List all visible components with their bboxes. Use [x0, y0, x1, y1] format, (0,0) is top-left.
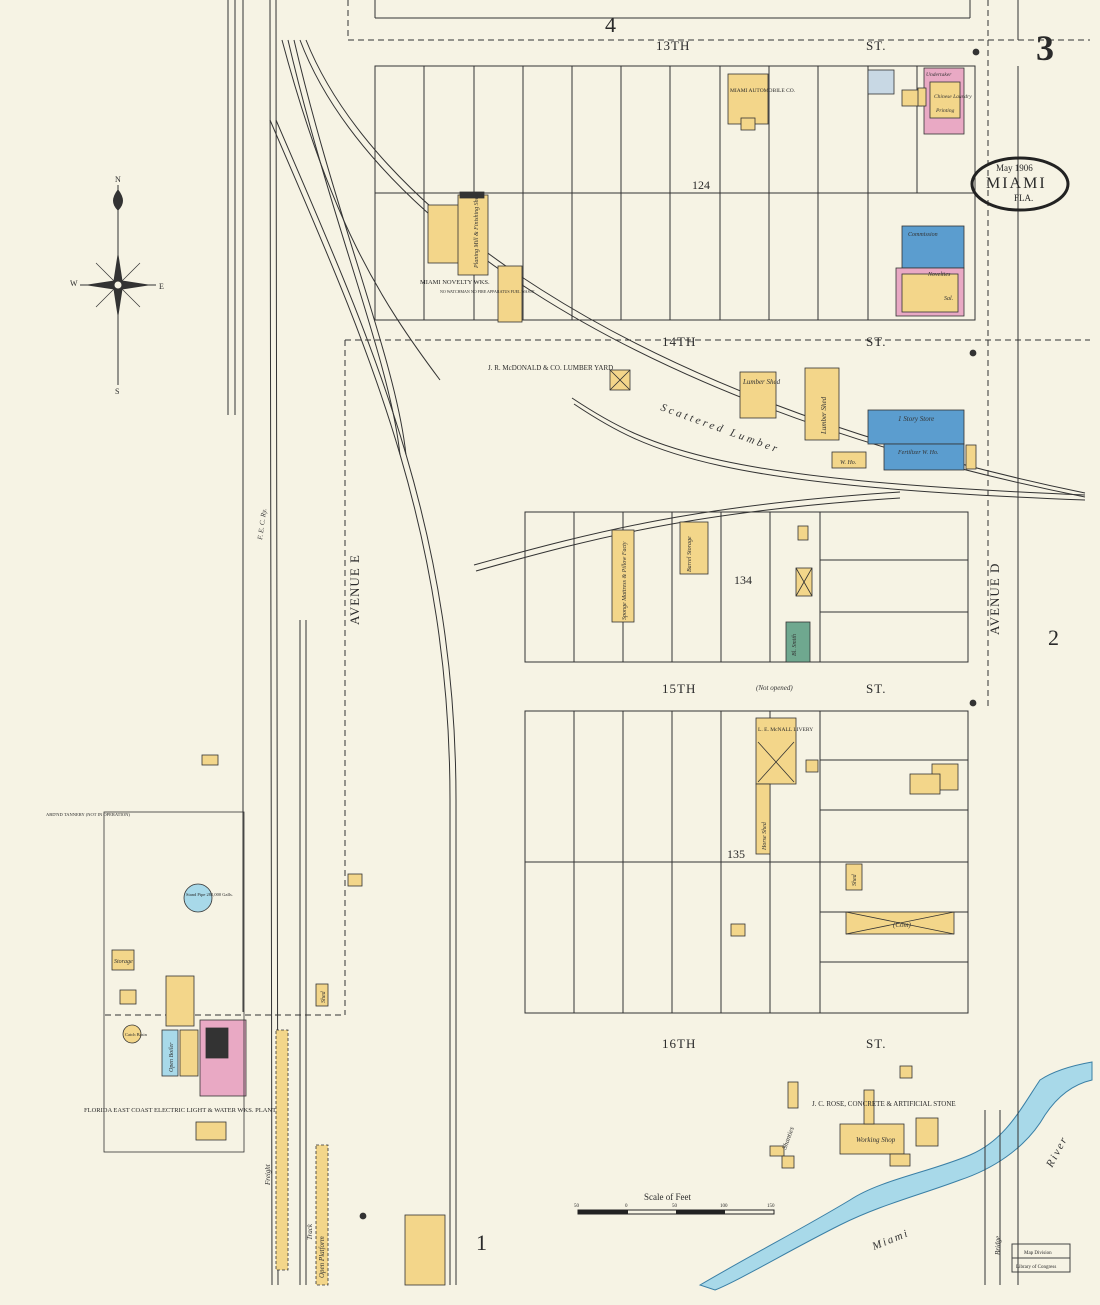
cartouche-state: FLA. [1014, 193, 1033, 203]
street-16th-suffix: ST. [866, 1036, 886, 1051]
block-135-number: 135 [727, 847, 745, 861]
catch-basin [122, 1024, 142, 1044]
block-124-number: 124 [692, 178, 710, 192]
street-15th-suffix: ST. [866, 681, 886, 696]
catch-basin-label: Catch Basin [125, 1032, 148, 1037]
lumber-shed-b [804, 367, 840, 441]
wareho-label: W. Ho. [840, 460, 856, 466]
stand-pipe-label: Stand Pipe 282,000 Galls. [186, 892, 233, 898]
livery-bldg [755, 717, 797, 785]
fertilizer-label: Fertilizer W. Ho. [897, 450, 938, 456]
shed2-label: Shed [321, 990, 327, 1003]
compass-rose: N S E W [70, 175, 164, 396]
novelty-label: MIAMI NOVELTY WKS. [420, 279, 490, 286]
adjacent-sheet-right: 2 [1048, 625, 1059, 650]
novelties-label: Novelties [927, 272, 951, 278]
com-label: (Com) [893, 921, 912, 929]
shed-label: Shed [852, 873, 858, 886]
scale-tick-4: 150 [767, 1204, 775, 1209]
dashed-borders [105, 0, 989, 1016]
horse-shed-label: Horse Shed [762, 821, 768, 851]
adjacent-sheet-bottom: 1 [476, 1230, 487, 1255]
compass-w: W [70, 279, 78, 288]
street-13th: 13TH [656, 38, 690, 53]
open-boiler [161, 1029, 179, 1077]
scale-tick-0: 50 [574, 1204, 580, 1209]
cartouche: May 1906 MIAMI FLA. [970, 156, 1070, 212]
lumber-yard-label: J. R. McDONALD & CO. LUMBER YARD [488, 364, 613, 372]
compass-s: S [115, 387, 119, 396]
blacksmith-bldg [785, 621, 811, 663]
border-13th [347, 0, 1090, 41]
street-15th-note: (Not opened) [756, 684, 793, 692]
street-14th: 14TH [662, 334, 696, 349]
compass-n: N [115, 175, 121, 184]
working-shop [839, 1123, 905, 1155]
stand-pipe [183, 883, 213, 913]
street-16th: 16TH [662, 1036, 696, 1051]
miami-river [698, 1061, 1093, 1291]
railroad-tracks [227, 0, 1086, 1286]
sponge-factory [611, 529, 635, 623]
sal-label: Sal. [944, 296, 953, 302]
lumber-shed-a [739, 371, 777, 419]
commission-label: Commission [908, 232, 938, 238]
laundry-label: Chinese Laundry [934, 94, 972, 100]
undertaker-label: Undertaker [926, 72, 952, 78]
street-15th: 15TH [662, 681, 696, 696]
freight-label: Freight [264, 1163, 272, 1186]
scale-tick-1: 0 [625, 1204, 628, 1209]
street-14th-suffix: ST. [866, 334, 886, 349]
sponge-label: Sponge Mattress & Pillow Facty [622, 541, 628, 620]
miami-automobile-bldg [727, 73, 769, 125]
lumber-shed-b-label: Lumber Shed [820, 396, 828, 435]
store-label: 1 Story Store [898, 415, 934, 423]
scale-of-feet: Scale of Feet 50 0 50 100 150 [574, 1192, 775, 1215]
street-13th-suffix: ST. [866, 38, 886, 53]
electric-plant-label: FLORIDA EAST COAST ELECTRIC LIGHT & WATE… [84, 1107, 276, 1114]
library-stamp: Map Division Library of Congress [1011, 1243, 1071, 1273]
barrel-label: Barrel Storage [687, 536, 693, 572]
miami-auto-label: MIAMI AUTOMOBILE CO. [730, 88, 796, 94]
working-shop-label: Working Shop [856, 1136, 896, 1144]
track-label: Track [306, 1223, 314, 1240]
storage-label: Storage [114, 959, 133, 965]
stamp-line1: Map Division [1024, 1251, 1052, 1256]
cartouche-date: May 1906 [996, 163, 1033, 173]
scale-tick-2: 50 [672, 1204, 678, 1209]
bridge-label: Bridge [994, 1236, 1002, 1255]
lumber-shed-a-label: Lumber Shed [742, 378, 781, 386]
cartouche-city: MIAMI [986, 175, 1047, 192]
printing-label: Printing [935, 108, 955, 114]
tannery-label: ABD'ND TANNERY (NOT IN OPERATION) [46, 812, 130, 817]
ware-house-13th [867, 69, 895, 95]
livery-label: L. E. McNALL LIVERY [758, 727, 813, 733]
novelty-note: NO WATCHMAN NO FIRE APPARATUS FUEL WASTE [440, 289, 535, 294]
barrel-storage [679, 521, 709, 575]
block-135 [524, 710, 969, 1014]
street-labels: 13TH ST. 14TH ST. 15TH (Not opened) ST. … [256, 38, 1002, 1051]
block-134-number: 134 [734, 573, 752, 587]
buildings [103, 48, 980, 1286]
rose-label: J. C. ROSE, CONCRETE & ARTIFICIAL STONE [812, 1100, 956, 1108]
avenue-e: AVENUE E [347, 554, 362, 625]
scale-title: Scale of Feet [644, 1192, 691, 1202]
storage-bldg [111, 949, 135, 971]
adjacent-sheet-top: 4 [605, 12, 616, 37]
scale-tick-3: 100 [720, 1204, 728, 1209]
stamp-line2: Library of Congress [1016, 1265, 1056, 1270]
planing-label: Planing Mill & Finishing Shop [474, 193, 480, 269]
sheet-number: 3 [1036, 28, 1054, 68]
platform-label: Open Platform [318, 1236, 326, 1278]
avenue-d: AVENUE D [987, 563, 1002, 635]
open-boiler-label: Open Boiler [169, 1042, 175, 1072]
blsmith-label: Bl. Smith [792, 634, 798, 656]
compass-e: E [159, 282, 164, 291]
